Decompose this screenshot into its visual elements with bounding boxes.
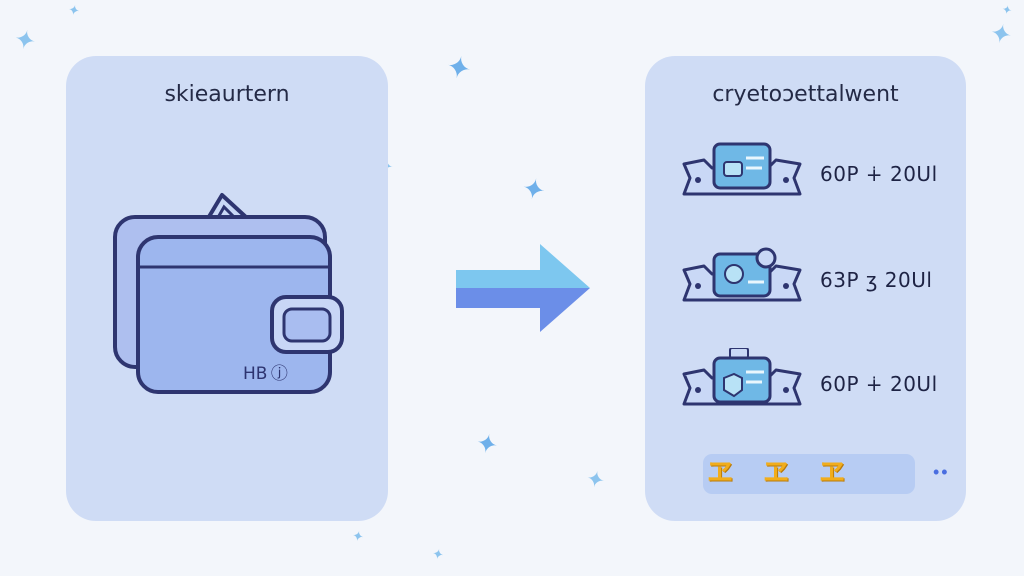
token-bar: ヱ ヱ ヱ ••	[703, 454, 948, 494]
sparkle-icon: ✦	[66, 1, 82, 21]
sparkle-icon: ✦	[430, 545, 446, 565]
sparkle-icon: ✦	[987, 18, 1015, 52]
sparkle-icon: ✦	[442, 48, 475, 89]
list-item: 60P ∔ 20Ul	[680, 138, 950, 208]
token-glyph: ヱ	[819, 458, 846, 488]
wallet-icon: HB ⓙ	[100, 185, 360, 405]
destination-panel: cryetoɔettalwent 60P ∔ 20Ul 63P ʒ 20Ul	[645, 56, 966, 521]
item-value: 60P ∔ 20Ul	[820, 162, 938, 186]
arrow-right-icon	[450, 238, 600, 338]
card-icon	[682, 247, 802, 302]
sparkle-icon: ✦	[518, 170, 549, 209]
item-value: 63P ʒ 20Ul	[820, 268, 933, 292]
list-item: 60P ∔ 20Ul	[680, 348, 950, 418]
destination-panel-title: cryetoɔettalwent	[712, 82, 899, 107]
item-value: 60P ∔ 20Ul	[820, 372, 938, 396]
wallet-label: HB ⓙ	[243, 364, 288, 384]
more-dots: ••	[933, 462, 950, 482]
list-item: 63P ʒ 20Ul	[680, 244, 950, 314]
sparkle-icon: ✦	[11, 24, 39, 58]
source-panel-title: skieaurtern	[164, 82, 290, 107]
sparkle-icon: ✦	[1000, 2, 1014, 18]
sparkle-icon: ✦	[473, 428, 501, 462]
sparkle-icon: ✦	[583, 466, 607, 495]
token-glyph: ヱ	[763, 458, 790, 488]
token-glyph: ヱ	[707, 458, 734, 488]
sparkle-icon: ✦	[350, 527, 366, 547]
card-icon	[682, 142, 802, 196]
card-icon	[682, 348, 802, 406]
